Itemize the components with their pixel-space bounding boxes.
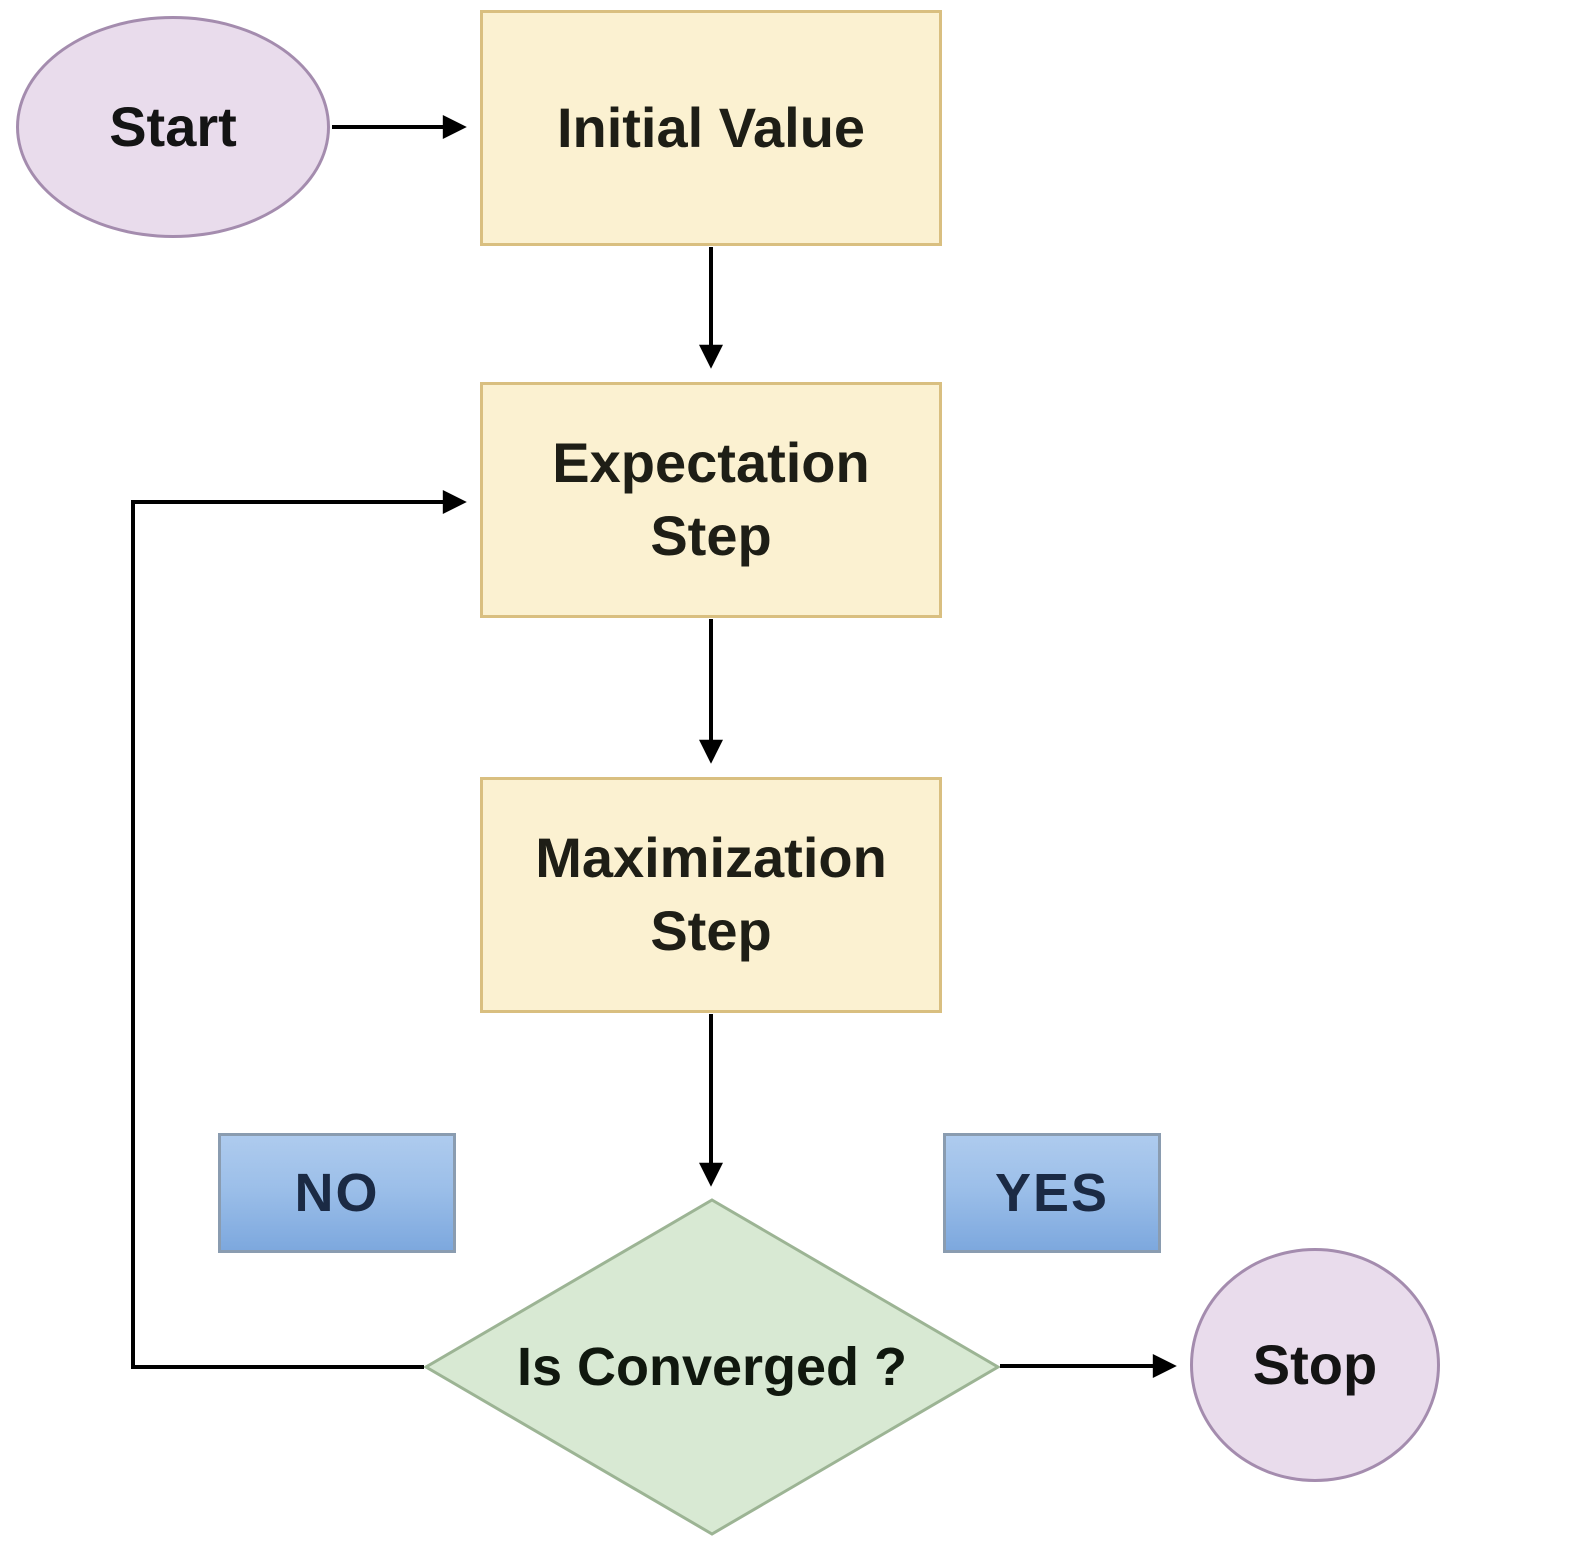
decision-diamond-shape <box>423 1198 1001 1536</box>
branch-label-no-text: NO <box>294 1162 380 1223</box>
node-maximization-step: Maximization Step <box>480 777 942 1013</box>
node-initial-value: Initial Value <box>480 10 942 246</box>
node-expectation-step-label: Expectation Step <box>552 431 870 567</box>
node-start-label: Start <box>109 94 237 158</box>
node-expectation-step: Expectation Step <box>480 382 942 618</box>
branch-label-yes-text: YES <box>994 1162 1110 1223</box>
node-stop: Stop <box>1190 1248 1440 1482</box>
branch-label-yes: YES <box>943 1133 1161 1253</box>
edge-decision-to-expectation-step-no <box>131 490 467 1369</box>
node-initial-value-label: Initial Value <box>556 95 866 159</box>
branch-label-no: NO <box>218 1133 456 1253</box>
node-stop-label: Stop <box>1252 1332 1378 1396</box>
node-maximization-step-label: Maximization Step <box>535 826 887 962</box>
node-start: Start <box>16 16 330 238</box>
